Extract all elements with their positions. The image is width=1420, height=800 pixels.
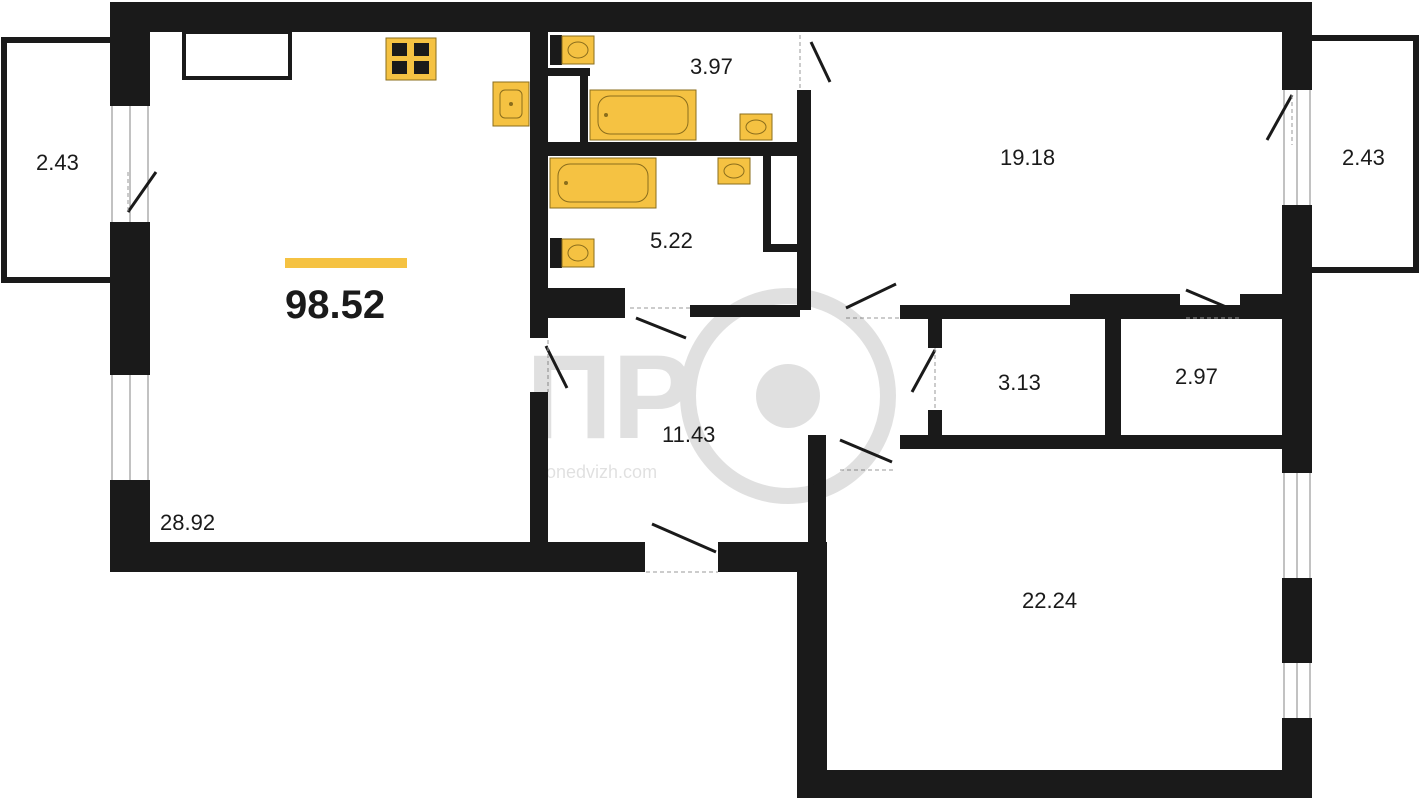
outer-walls: [110, 2, 1312, 798]
door-balcony-right: [1265, 94, 1294, 145]
toilet-icon: [550, 238, 595, 268]
room-area-toilet: 3.97: [690, 54, 733, 79]
watermark-site: pronedvizh.com: [530, 462, 657, 482]
washbasin-icon: [739, 113, 773, 141]
room-area-bathroom: 5.22: [650, 228, 693, 253]
stove-icon: [385, 37, 437, 81]
door-storage-1: [910, 348, 937, 410]
washbasin-icon: [717, 157, 751, 185]
bathtub-icon: [549, 157, 657, 209]
balcony-right: [1312, 35, 1419, 273]
watermark: ПР pronedvizh.com: [526, 288, 896, 504]
room-area-bedroom-bottom: 22.24: [1022, 588, 1077, 613]
window-right-lower: [1283, 663, 1311, 718]
balcony-left: [1, 37, 110, 283]
door-bathroom: [630, 307, 690, 340]
total-area-accent-bar: [285, 258, 407, 268]
kitchen-counter: [182, 30, 292, 80]
room-area-balcony-left: 2.43: [36, 150, 79, 175]
door-bedroom-bottom: [839, 438, 895, 471]
door-storage-2: [1185, 288, 1240, 319]
door-entrance: [646, 522, 718, 573]
room-area-balcony-right: 2.43: [1342, 145, 1385, 170]
total-area-label: 98.52: [285, 283, 385, 327]
door-kitchen: [544, 340, 569, 392]
room-area-storage-2: 2.97: [1175, 364, 1218, 389]
watermark-dot: [756, 364, 820, 428]
window-right-middle: [1283, 473, 1311, 578]
room-area-living-kitchen: 28.92: [160, 510, 215, 535]
bathtub-icon: [589, 89, 697, 141]
windows: [111, 90, 1311, 718]
watermark-logo: ПР: [526, 330, 692, 464]
fixtures: [182, 30, 773, 268]
window-right-upper: [1283, 90, 1311, 205]
door-toilet: [799, 35, 832, 90]
toilet-icon: [550, 35, 595, 65]
interior-walls: [530, 2, 1282, 545]
door-balcony-left: [126, 171, 158, 213]
watermark-ring: [680, 288, 896, 504]
kitchen-sink-icon: [492, 81, 530, 127]
room-area-storage-1: 3.13: [998, 370, 1041, 395]
window-left-upper: [111, 106, 149, 222]
room-area-hall: 11.43: [662, 422, 715, 447]
doors: [126, 35, 1294, 573]
room-area-bedroom-top: 19.18: [1000, 145, 1055, 170]
window-left-lower: [111, 375, 149, 480]
door-bedroom-top: [845, 282, 900, 319]
